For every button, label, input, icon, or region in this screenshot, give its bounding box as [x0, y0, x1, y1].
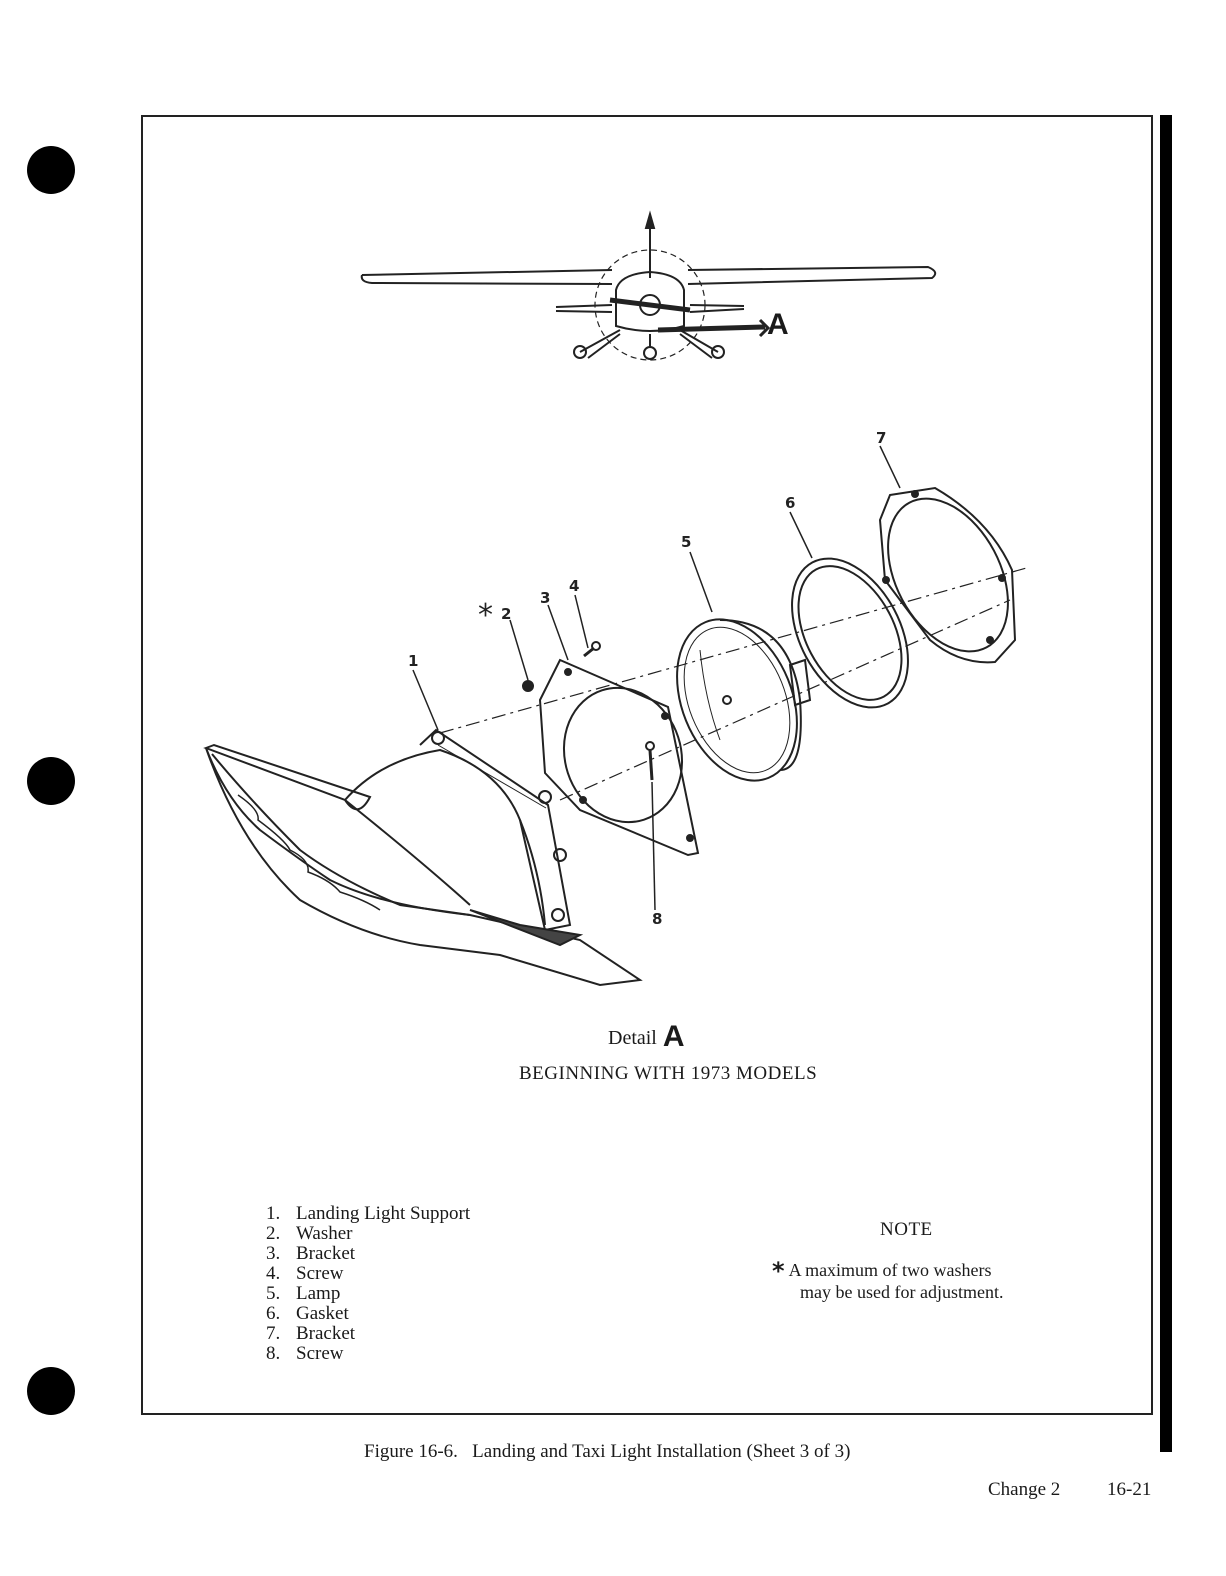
note-line-2: may be used for adjustment.: [772, 1282, 1003, 1303]
callout-4: 4: [569, 577, 579, 595]
item-number: 4.: [266, 1264, 296, 1284]
item-name: Landing Light Support: [296, 1203, 470, 1224]
gasket: [768, 539, 931, 727]
item-name: Bracket: [296, 1323, 355, 1344]
landing-light-support: [206, 730, 640, 985]
screw-lower: [646, 742, 654, 780]
item-number: 2.: [266, 1224, 296, 1244]
list-item: 1.Landing Light Support: [266, 1204, 470, 1224]
washer: [523, 681, 533, 691]
item-number: 7.: [266, 1324, 296, 1344]
bracket-inner: [540, 660, 699, 855]
callout-5: 5: [681, 533, 691, 551]
change-number: Change 2: [988, 1479, 1060, 1501]
aircraft-front-view: [362, 214, 935, 360]
item-number: 8.: [266, 1344, 296, 1364]
list-item: 5.Lamp: [266, 1284, 470, 1304]
item-number: 6.: [266, 1304, 296, 1324]
callout-8: 8: [652, 910, 662, 928]
models-note: BEGINNING WITH 1973 MODELS: [519, 1063, 817, 1085]
note-title: NOTE: [880, 1219, 933, 1241]
list-item: 3.Bracket: [266, 1244, 470, 1264]
item-number: 5.: [266, 1284, 296, 1304]
note-star: *: [772, 1257, 785, 1285]
centerline-upper: [440, 567, 1030, 733]
item-name: Washer: [296, 1223, 353, 1244]
detail-label-text: Detail: [608, 1027, 657, 1049]
detail-label: Detail A: [608, 1020, 685, 1054]
callout-7: 7: [876, 429, 886, 447]
note-body: *A maximum of two washers may be used fo…: [772, 1260, 1003, 1303]
detail-label-letter: A: [663, 1020, 685, 1053]
detail-reference-letter: A: [767, 308, 789, 342]
page-number: 16-21: [1107, 1479, 1151, 1501]
list-item: 4.Screw: [266, 1264, 470, 1284]
callout-3: 3: [540, 589, 550, 607]
callout-1: 1: [408, 652, 418, 670]
item-number: 3.: [266, 1244, 296, 1264]
list-item: 7.Bracket: [266, 1324, 470, 1344]
callout-star: *: [478, 598, 493, 633]
item-name: Screw: [296, 1343, 343, 1364]
item-name: Gasket: [296, 1303, 349, 1324]
callout-2: 2: [501, 605, 511, 623]
item-name: Lamp: [296, 1283, 340, 1304]
parts-list: 1.Landing Light Support 2.Washer 3.Brack…: [266, 1204, 470, 1364]
bracket-outer: [864, 478, 1033, 672]
list-item: 6.Gasket: [266, 1304, 470, 1324]
item-name: Screw: [296, 1263, 343, 1284]
callout-6: 6: [785, 494, 795, 512]
item-number: 1.: [266, 1204, 296, 1224]
note-line-1: A maximum of two washers: [789, 1260, 992, 1280]
item-name: Bracket: [296, 1243, 355, 1264]
list-item: 2.Washer: [266, 1224, 470, 1244]
figure-caption: Figure 16-6. Landing and Taxi Light Inst…: [364, 1441, 850, 1463]
list-item: 8.Screw: [266, 1344, 470, 1364]
